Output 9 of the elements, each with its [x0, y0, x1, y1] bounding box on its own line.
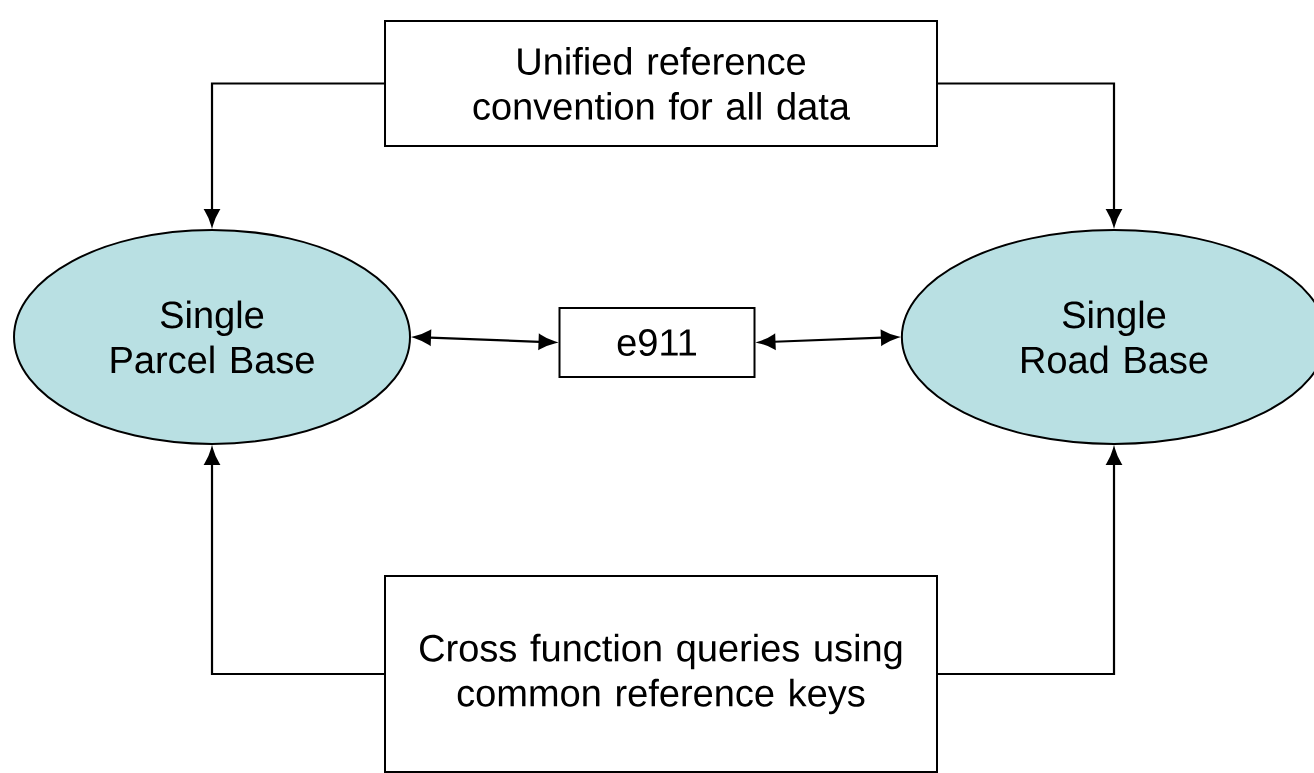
text-box: Unified reference convention for all data [384, 20, 938, 147]
text-box: Cross function queries using common reference keys [384, 575, 938, 773]
arrow [204, 447, 384, 676]
arrow [938, 447, 1122, 676]
ellipse-node: Single Parcel Base [13, 229, 411, 445]
text-box: e911 [558, 307, 756, 378]
arrow [204, 82, 384, 227]
ellipse-node: Single Road Base [900, 229, 1314, 445]
arrow [938, 82, 1122, 227]
